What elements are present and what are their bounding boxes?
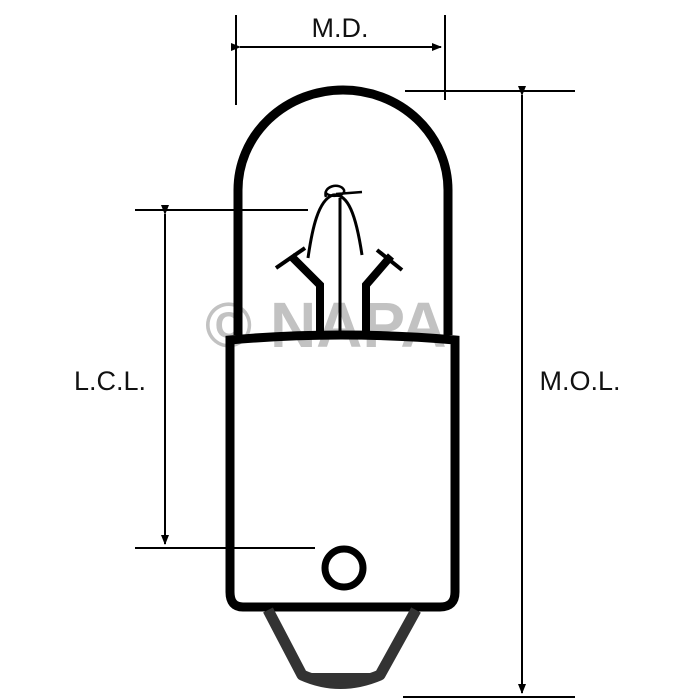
contact-tip-fill <box>302 673 380 683</box>
napa-watermark: © NAPA <box>205 289 447 361</box>
base-pin <box>321 545 367 591</box>
filament <box>274 184 404 335</box>
bulb-glass <box>233 85 453 335</box>
md-dimension <box>231 15 446 105</box>
lcl-label: L.C.L. <box>74 366 146 396</box>
md-label: M.D. <box>312 13 369 43</box>
mol-dimension <box>403 86 575 698</box>
contact-tip <box>263 607 421 689</box>
mol-label: M.O.L. <box>539 366 620 396</box>
bulb-base <box>225 330 460 612</box>
lcl-dimension <box>135 205 315 549</box>
